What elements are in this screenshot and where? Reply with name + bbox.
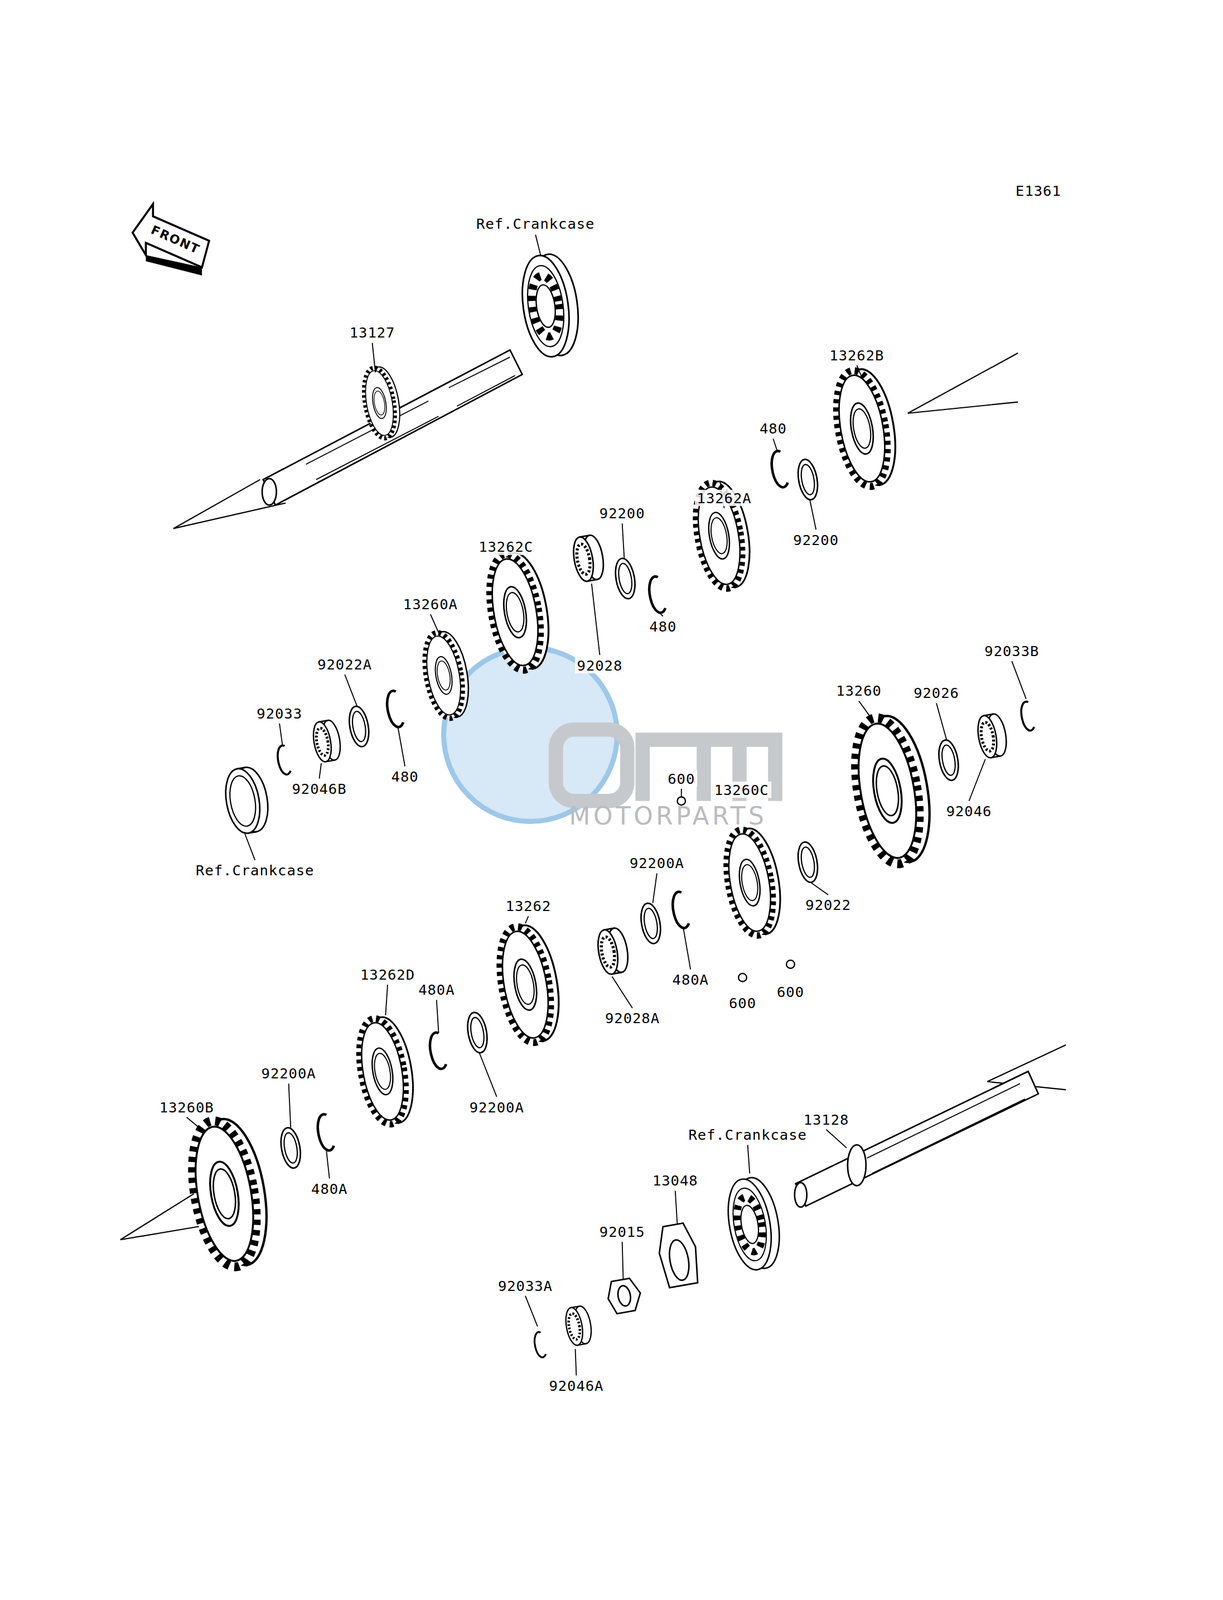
callout-number: 480A	[416, 980, 457, 998]
callout-number: 480	[647, 617, 679, 635]
callout-number: 13127	[347, 324, 398, 341]
callout-number: 92046B	[289, 780, 349, 797]
callout-number: 92026	[911, 684, 962, 701]
callout-number: 600	[726, 994, 758, 1011]
figure-code: E1361	[1015, 183, 1062, 198]
reference-label: Ref.Crankcase	[476, 216, 595, 231]
callout-number: 600	[774, 983, 806, 1000]
callout-number: 13048	[650, 1172, 700, 1189]
callout-number: 92033	[254, 704, 305, 722]
callout-number: 92046A	[547, 1376, 606, 1394]
callout-number: 480A	[308, 1180, 350, 1197]
callout-number: 13262D	[358, 965, 417, 983]
callout-number: 92200	[791, 531, 841, 548]
callout-number: 92046	[944, 802, 994, 819]
callout-number: 13262B	[827, 346, 887, 364]
callout-number: 480	[389, 767, 421, 785]
watermark: MOTORPARTS	[569, 803, 768, 829]
callout-number: 480A	[670, 970, 712, 988]
callout-number: 92028A	[602, 1009, 662, 1027]
callout-number: 92200A	[467, 1098, 526, 1115]
callout-number: 13260	[834, 682, 884, 699]
callout-number: 92022	[803, 896, 854, 913]
callout-number: 13262	[503, 897, 554, 915]
reference-label: Ref.Crankcase	[688, 1127, 807, 1142]
callout-number: 92028	[574, 656, 625, 674]
callout-number: 92200A	[259, 1064, 318, 1081]
callout-number: 92200	[597, 504, 647, 521]
callout-number: 13128	[801, 1110, 852, 1128]
callout-number: 92022A	[315, 655, 375, 673]
callout-number: 92200A	[627, 854, 686, 872]
callout-number: 13260C	[712, 781, 771, 798]
callout-number: 13260B	[157, 1098, 216, 1115]
callout-number: 92033B	[982, 642, 1042, 659]
callout-number: 13262C	[476, 538, 536, 555]
callout-number: 92033A	[495, 1277, 555, 1294]
callout-number: 600	[665, 770, 698, 787]
callout-number: 13262A	[694, 489, 754, 506]
callout-number: 92015	[597, 1223, 647, 1240]
callout-number: 480	[757, 420, 789, 437]
callout-number: 13260A	[400, 595, 460, 612]
reference-label: Ref.Crankcase	[195, 862, 314, 878]
